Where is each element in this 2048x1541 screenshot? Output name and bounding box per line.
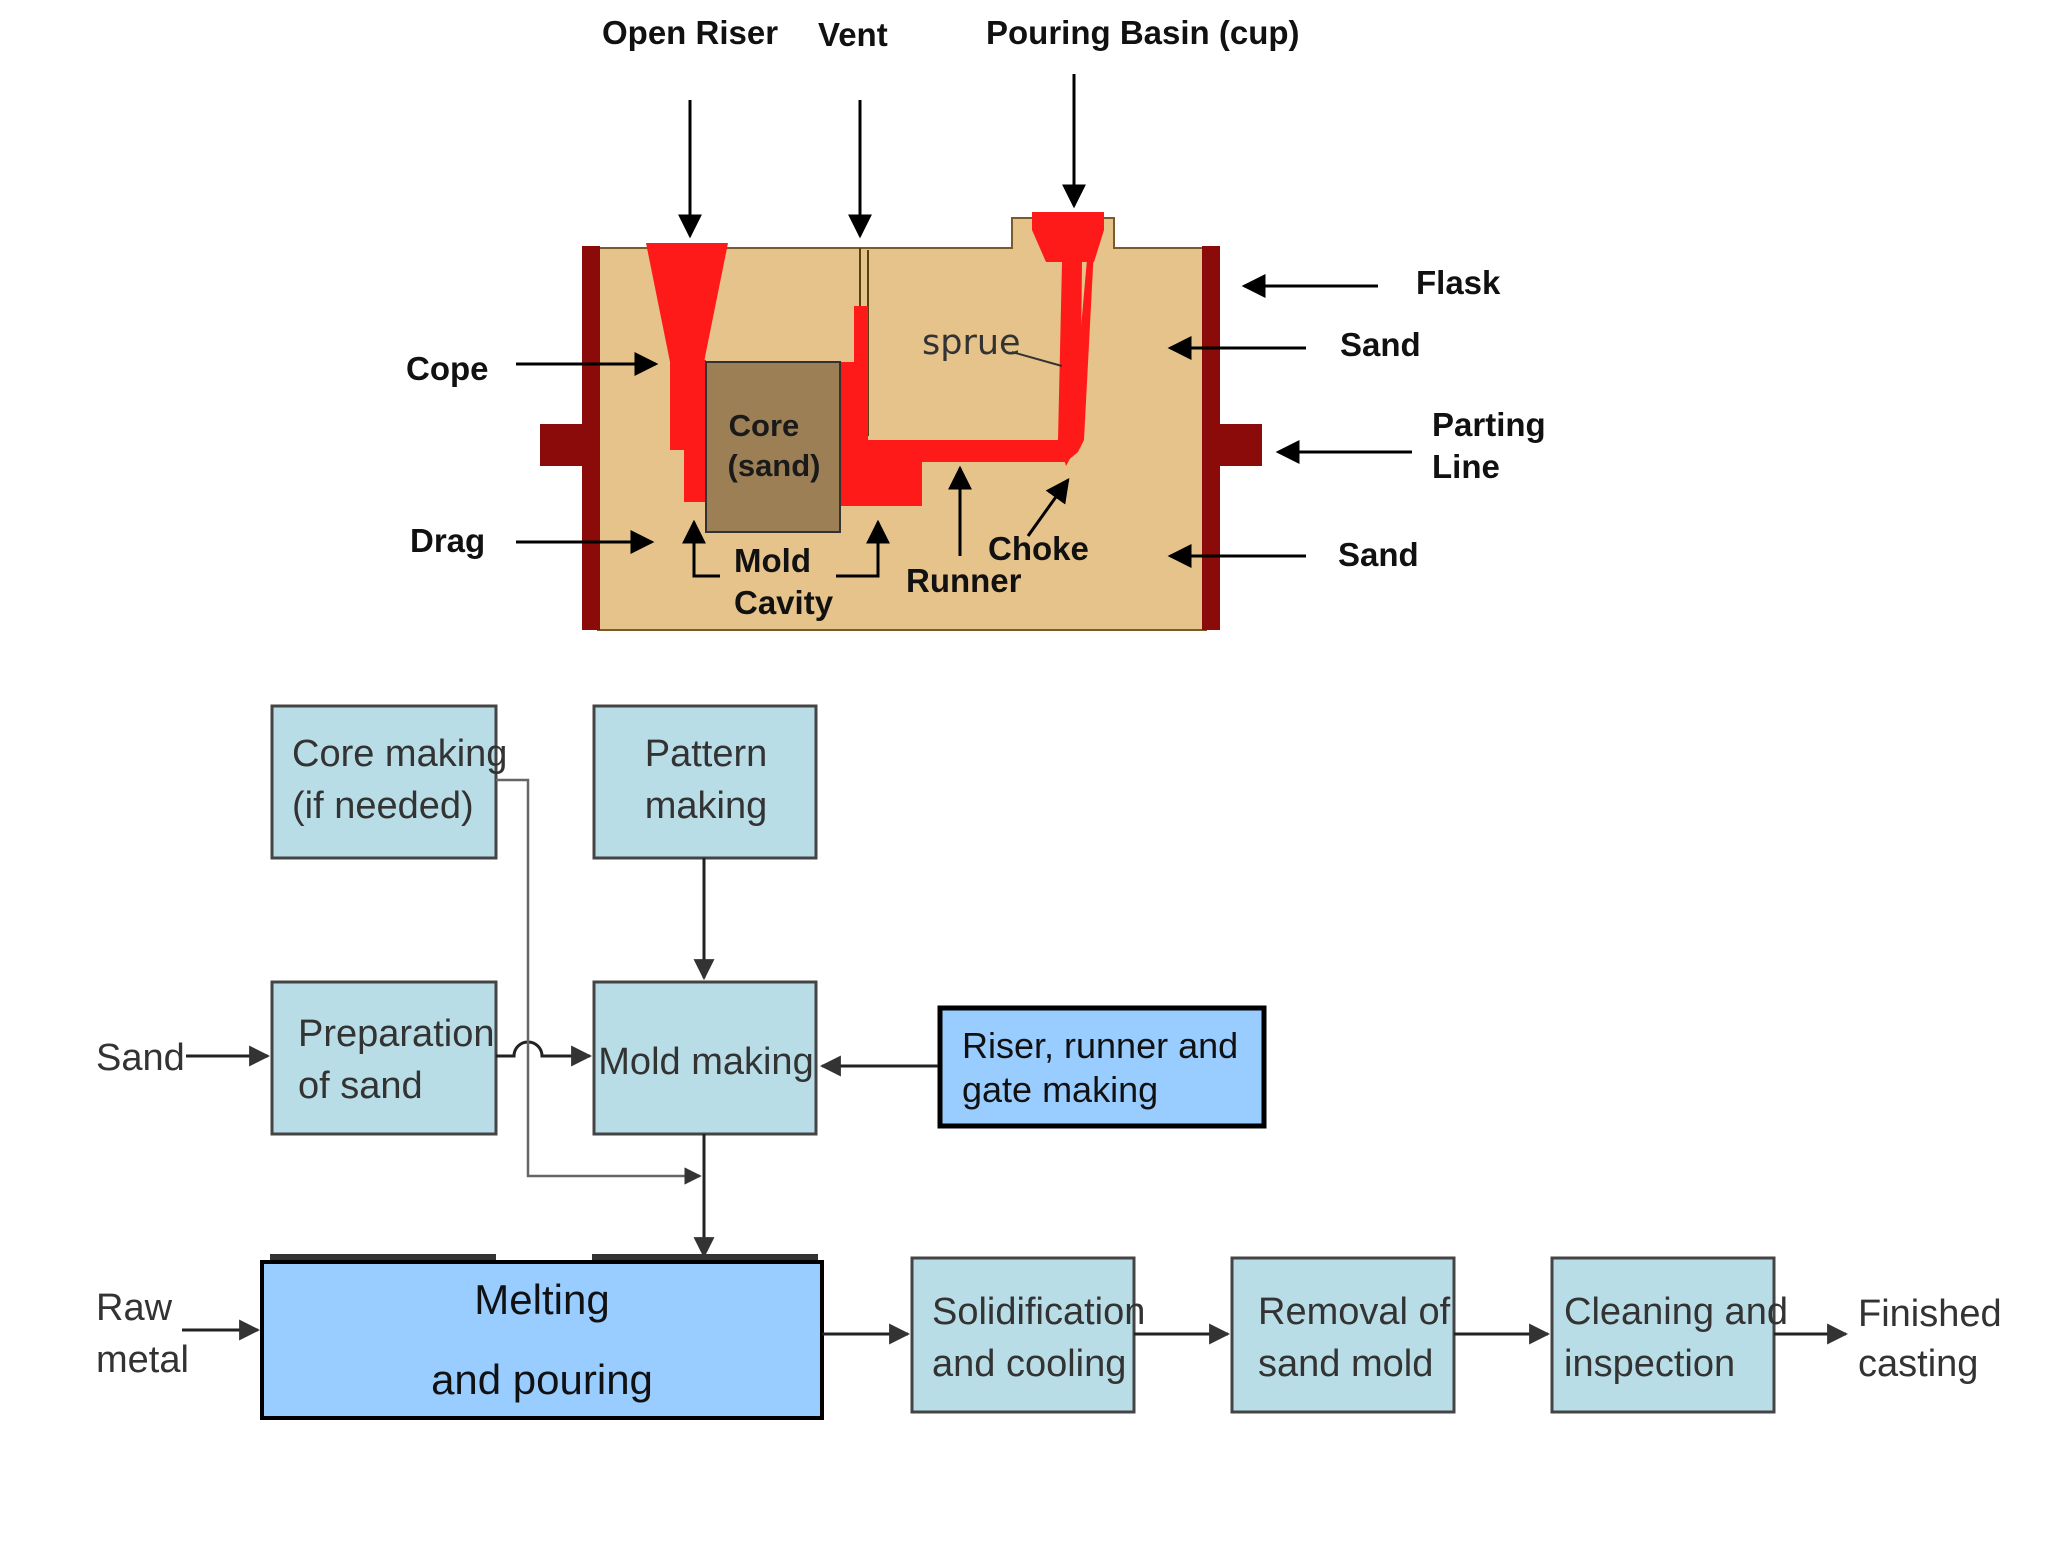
box-cleaning-line2: inspection: [1564, 1343, 1735, 1385]
pouring-basin-label: Pouring Basin (cup): [986, 14, 1300, 51]
vent-column: [854, 306, 868, 376]
mold-cross-section: Core (sand) sprue Mold Cavity Runner Cho…: [406, 14, 1546, 631]
box-core-making: [270, 704, 498, 860]
process-flowchart: Core making (if needed) Pattern making P…: [96, 704, 2002, 1420]
mold-cavity-label-1: Mold: [734, 542, 811, 579]
box-solidification: [910, 1256, 1136, 1414]
box-melting-line2: and pouring: [431, 1356, 653, 1403]
molten-metal: [646, 212, 1104, 506]
output-finished-line2: casting: [1858, 1343, 1978, 1385]
flask-left-wall: [582, 246, 600, 630]
mold-cavity-bracket-right: [836, 519, 890, 578]
runner-label: Runner: [906, 562, 1022, 599]
arrow-core-to-melting-path: [496, 778, 702, 1185]
box-mold-making-text: Mold making: [598, 1041, 813, 1083]
box-pattern-making-line1: Pattern: [645, 733, 768, 775]
flask-right-wall: [1202, 246, 1220, 630]
box-solidification-line2: and cooling: [932, 1343, 1126, 1385]
box-mold-making: [592, 980, 818, 1136]
sand-bottom-label: Sand: [1338, 536, 1419, 573]
box-core-making-line1: Core making: [292, 733, 507, 775]
cavity-right: [838, 248, 1094, 506]
box-removal-sand-mold: [1230, 1256, 1456, 1414]
box-riser-runner-gate: [937, 1005, 1267, 1129]
arrow-preparation-to-mold: [496, 1040, 593, 1067]
open-riser-shape: [646, 243, 728, 362]
box-cleaning-line1: Cleaning and: [1564, 1291, 1788, 1333]
box-pattern-making-line2: making: [645, 785, 768, 827]
box-melting-pouring-shadow: [270, 1254, 496, 1262]
vent-label: Vent: [818, 16, 888, 53]
flask-right-lug: [1218, 424, 1262, 466]
core-block: [705, 361, 841, 533]
cavity-left-leg: [684, 440, 708, 502]
box-solidification-line1: Solidification: [932, 1291, 1145, 1333]
cope-label: Cope: [406, 350, 489, 387]
box-removal-line1: Removal of: [1258, 1291, 1451, 1333]
input-sand-label: Sand: [96, 1037, 185, 1079]
core-label-2: (sand): [728, 448, 821, 483]
parting-line-label-1: Parting: [1432, 406, 1546, 443]
riser-neck: [670, 360, 706, 450]
flask-label: Flask: [1416, 264, 1501, 301]
sprue-leader: [1011, 351, 1063, 367]
box-preparation-of-sand: [270, 980, 498, 1136]
parting-line-label-2: Line: [1432, 448, 1500, 485]
output-finished-line1: Finished: [1858, 1293, 2002, 1335]
core-label-1: Core: [729, 408, 800, 443]
open-riser-label: Open Riser: [602, 14, 778, 51]
box-preparation-line1: Preparation: [298, 1013, 494, 1055]
box-pattern-making: [592, 704, 818, 860]
box-core-making-line2: (if needed): [292, 785, 474, 827]
box-riser-line2: gate making: [962, 1069, 1158, 1110]
choke-label: Choke: [988, 530, 1089, 567]
sand-top-label: Sand: [1340, 326, 1421, 363]
box-preparation-line2: of sand: [298, 1065, 423, 1107]
box-removal-line2: sand mold: [1258, 1343, 1433, 1385]
pouring-basin-shape: [1032, 212, 1104, 466]
choke-arrow: [1026, 478, 1070, 537]
box-riser-line1: Riser, runner and: [962, 1025, 1238, 1066]
flask-left-lug: [540, 424, 584, 466]
mold-cavity-bracket-left: [682, 519, 720, 578]
mold-cavity-label-2: Cavity: [734, 584, 834, 621]
input-raw-metal-line1: Raw: [96, 1287, 173, 1329]
box-melting-line1: Melting: [474, 1276, 609, 1323]
sprue-label: sprue: [922, 323, 1021, 363]
drag-label: Drag: [410, 522, 485, 559]
box-melting-pouring: [260, 1260, 824, 1420]
input-raw-metal-line2: metal: [96, 1339, 189, 1381]
box-cleaning-inspection: [1550, 1256, 1776, 1414]
